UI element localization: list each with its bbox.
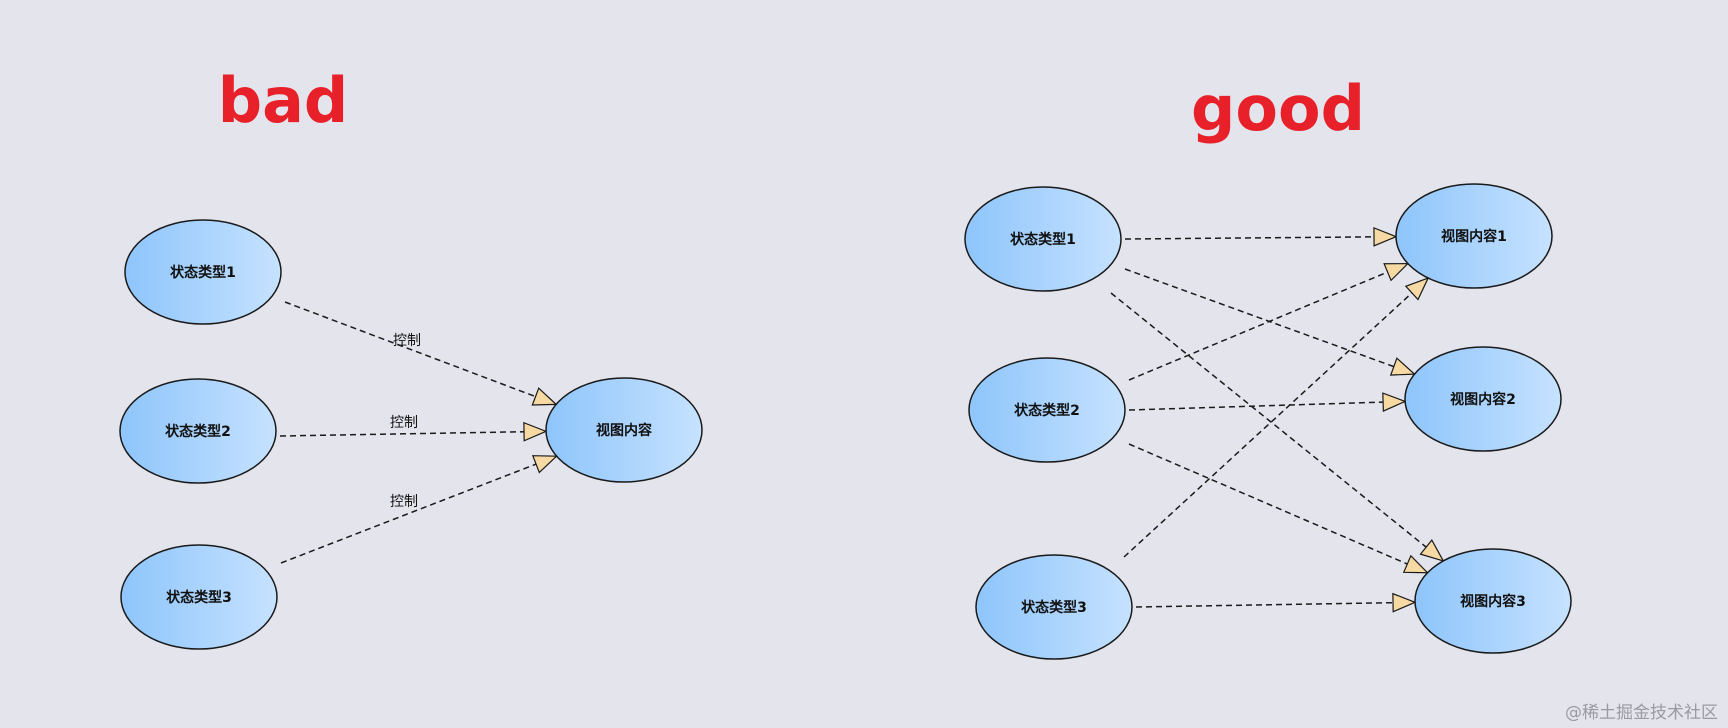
node-ellipse [1395,183,1553,289]
arrowhead-g_s2-to-g_v3 [1402,554,1429,574]
nodes-layer: 状态类型1 状态类型2 状态类型3 视图内容 状态类型1 状态类型2 状态类型3 视图内容1 视… [119,183,1572,660]
arrowhead-b_s2-to-b_v [523,421,548,442]
arrowhead-g_s3-to-g_v3 [1392,592,1417,613]
edge-g_s2-to-g_v3 [1128,443,1408,565]
arrowhead-g_s1-to-g_v1 [1373,226,1398,247]
watermark-text: @稀土掘金技术社区 [1565,703,1718,723]
good-title: good [1191,72,1365,145]
node-label: 视图内容3 [1460,593,1526,610]
bad-title: bad [218,64,349,137]
edge-b_s1-to-b_v [284,301,536,398]
node-g_s2[interactable]: 状态类型2 [968,357,1126,463]
edge-g_s1-to-g_v2 [1124,268,1395,368]
node-label: 状态类型3 [1021,599,1087,616]
arrowhead-g_s1-to-g_v2 [1389,357,1416,376]
node-ellipse [968,357,1126,463]
node-g_v1[interactable]: 视图内容1 [1395,183,1553,289]
node-label: 状态类型3 [166,589,232,606]
edge-g_s2-to-g_v1 [1128,271,1388,381]
edge-g_s2-to-g_v2 [1128,401,1384,411]
arrowhead-g_s1-to-g_v3 [1419,539,1445,562]
edge-b_s2-to-b_v [279,430,525,437]
node-b_s2[interactable]: 状态类型2 [119,378,277,484]
arrowhead-b_s1-to-b_v [531,387,558,406]
node-ellipse [964,186,1122,292]
node-g_s3[interactable]: 状态类型3 [975,554,1133,660]
node-ellipse [119,378,277,484]
node-label: 状态类型1 [170,264,236,281]
arrowhead-g_s3-to-g_v1 [1404,276,1430,301]
arrowhead-g_s2-to-g_v1 [1383,262,1410,282]
arrowhead-b_s3-to-b_v [531,455,559,474]
edge-g_s3-to-g_v3 [1135,601,1394,608]
node-ellipse [1404,346,1562,452]
node-ellipse [1414,548,1572,654]
arrowhead-g_s2-to-g_v2 [1382,392,1407,413]
edge-g_s3-to-g_v1 [1123,292,1413,558]
panel-titles: bad good [218,64,1365,145]
node-label: 视图内容 [596,422,652,439]
edge-label-b_s2: 控制 [390,415,418,431]
node-label: 状态类型1 [1010,231,1076,248]
node-ellipse [545,377,703,483]
node-label: 状态类型2 [165,423,231,440]
node-b_s3[interactable]: 状态类型3 [120,544,278,650]
node-label: 视图内容2 [1450,391,1516,408]
node-ellipse [975,554,1133,660]
edge-g_s1-to-g_v3 [1110,292,1427,548]
edge-g_s1-to-g_v1 [1124,236,1375,240]
node-b_s1[interactable]: 状态类型1 [124,219,282,325]
edge-label-b_s1: 控制 [393,333,421,349]
node-ellipse [120,544,278,650]
edge-label-b_s3: 控制 [390,494,418,510]
node-b_v[interactable]: 视图内容 [545,377,703,483]
node-g_v3[interactable]: 视图内容3 [1414,548,1572,654]
edge-b_s3-to-b_v [280,463,537,564]
node-label: 状态类型2 [1014,402,1080,419]
node-label: 视图内容1 [1441,228,1507,245]
node-ellipse [124,219,282,325]
edges-layer [279,226,1445,613]
node-g_s1[interactable]: 状态类型1 [964,186,1122,292]
node-g_v2[interactable]: 视图内容2 [1404,346,1562,452]
